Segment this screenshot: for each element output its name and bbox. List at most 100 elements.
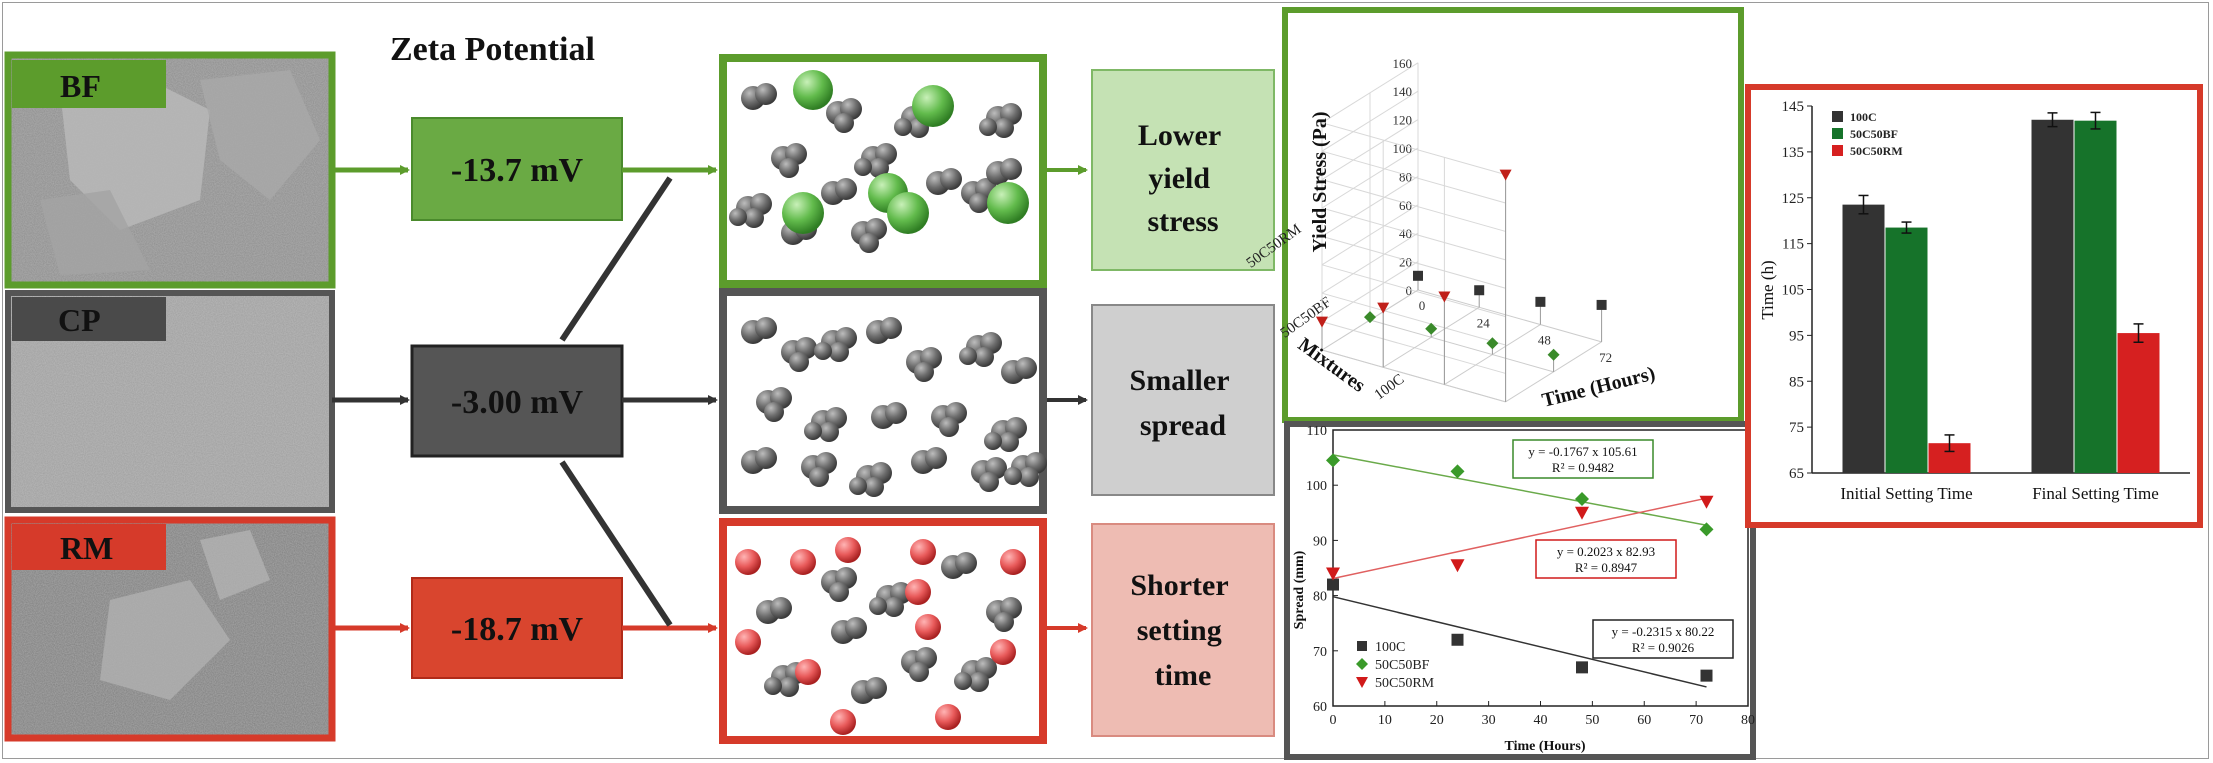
bf-particle — [987, 182, 1029, 224]
fit-r2: R² = 0.8947 — [1575, 560, 1638, 575]
grey-particle — [1015, 357, 1037, 379]
effect-line: setting — [1137, 614, 1222, 647]
rm-particle — [830, 709, 856, 735]
x-tick-label: 60 — [1637, 713, 1651, 728]
grey-particle — [959, 347, 977, 365]
rm-particle — [990, 639, 1016, 665]
grey-particle — [969, 672, 989, 692]
grey-particle — [804, 422, 822, 440]
data-point — [1451, 633, 1464, 646]
grey-particle — [955, 552, 977, 574]
z-tick-label: 60 — [1399, 198, 1412, 213]
grey-particle — [1004, 467, 1022, 485]
y-tick-label: 110 — [1307, 424, 1327, 439]
data-point — [1438, 291, 1451, 303]
grey-particle — [814, 342, 832, 360]
z-tick-label: 120 — [1393, 113, 1413, 128]
data-point — [1377, 302, 1390, 314]
grey-particle — [994, 118, 1014, 138]
trend-line — [1332, 454, 1707, 526]
equation-box — [1512, 439, 1654, 479]
grey-particle — [984, 432, 1002, 450]
chart-yield-zlabel: Yield Stress (Pa) — [1309, 111, 1331, 252]
legend-swatch — [1832, 111, 1843, 122]
grey-particle — [809, 467, 829, 487]
sem-image-rm — [4, 516, 336, 742]
grey-particle — [909, 662, 929, 682]
data-point — [1450, 464, 1465, 479]
y-tick-label: 135 — [1782, 145, 1805, 161]
bf-particle — [793, 70, 833, 110]
grid-line — [1321, 292, 1506, 346]
grey-particle — [894, 118, 912, 136]
particles-bf — [729, 70, 1029, 253]
fit-equation: y = -0.1767 x 105.61 — [1528, 444, 1637, 459]
rm-particle — [795, 659, 821, 685]
grey-particle — [994, 612, 1014, 632]
x-tick-label: 30 — [1482, 713, 1496, 728]
rm-particle — [905, 579, 931, 605]
effect-box-rm — [1091, 523, 1275, 737]
data-point — [1486, 337, 1499, 350]
grey-particle — [914, 362, 934, 382]
particles-cp — [741, 317, 1047, 497]
bar — [2031, 119, 2074, 473]
grid-line — [1321, 150, 1506, 204]
data-point — [1699, 495, 1714, 509]
legend-label: 50C50BF — [1850, 127, 1898, 141]
bar — [1842, 204, 1885, 473]
grey-particle — [845, 617, 867, 639]
grid-line — [1321, 122, 1506, 176]
data-point — [1450, 559, 1465, 573]
grey-particle — [885, 402, 907, 424]
effect-line: yield — [1148, 162, 1210, 195]
rm-particle — [735, 629, 761, 655]
data-point — [1535, 296, 1546, 307]
rm-particle — [735, 549, 761, 575]
data-point — [1327, 578, 1339, 591]
rm-particle — [790, 549, 816, 575]
data-point — [1700, 669, 1713, 682]
x-tick-label: 20 — [1430, 713, 1444, 728]
grid-line — [1321, 235, 1506, 289]
rm-particle — [910, 539, 936, 565]
floor-grid-line — [1321, 349, 1506, 403]
effect-box-cp — [1091, 304, 1275, 496]
data-point — [1575, 492, 1589, 506]
y-tick-label: 85 — [1789, 374, 1804, 390]
legend-marker — [1356, 658, 1368, 670]
zeta-box-bf — [411, 117, 623, 221]
sem-image-cp — [5, 290, 335, 513]
grey-particle — [869, 597, 887, 615]
effect-text-bf: Lower yield stress — [1138, 119, 1228, 238]
rm-particle — [935, 704, 961, 730]
grey-particle — [925, 447, 947, 469]
zeta-box-cp — [410, 344, 624, 458]
x-tick-label: 70 — [1689, 713, 1703, 728]
grey-particle — [764, 677, 782, 695]
grey-particle — [940, 168, 962, 190]
grey-particle — [979, 118, 997, 136]
equation-box — [1535, 539, 1677, 579]
chart-spread-xlabel: Time (Hours) — [1504, 739, 1585, 754]
grey-particle — [770, 597, 792, 619]
grey-particle — [999, 432, 1019, 452]
trend-line — [1332, 595, 1707, 688]
grey-particle — [755, 317, 777, 339]
y-tick-label: 80 — [1313, 590, 1327, 605]
legend-swatch — [1832, 128, 1843, 139]
grey-particle — [939, 417, 959, 437]
data-point — [1474, 285, 1485, 296]
grey-particle — [834, 113, 854, 133]
grid-line — [1321, 321, 1506, 374]
grey-particle — [744, 208, 764, 228]
sem-image-bf — [4, 51, 336, 289]
zeta-box-rm — [411, 577, 623, 679]
grey-particle — [1000, 158, 1022, 180]
rm-particle — [915, 614, 941, 640]
data-point — [1499, 169, 1512, 181]
grey-particle — [1019, 467, 1039, 487]
